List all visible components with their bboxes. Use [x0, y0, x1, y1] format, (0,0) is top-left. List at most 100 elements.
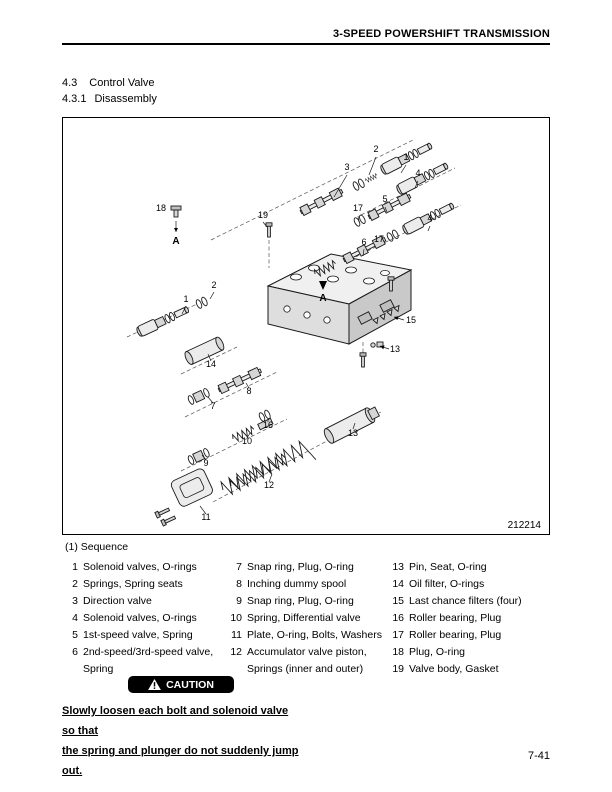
part-item: 3 Direction valve	[64, 593, 228, 610]
part-text: Spring, Differential valve	[247, 612, 361, 624]
callout-6: 6	[361, 237, 366, 247]
caution-text-line-2: the spring and plunger do not suddenly j…	[62, 745, 299, 777]
part-text: Plate, O-ring, Bolts, Washers	[247, 629, 382, 641]
part-item: 10 Spring, Differential valve	[228, 610, 390, 627]
callout-19: 19	[258, 210, 268, 220]
callout-10: 10	[242, 436, 252, 446]
part-number: 12	[230, 646, 242, 658]
part-number: 6	[72, 646, 78, 658]
part-number: 10	[230, 612, 242, 624]
part-11-plate	[154, 468, 213, 527]
callout-8: 8	[246, 386, 251, 396]
part-text: 1st-speed valve, Spring	[83, 629, 193, 641]
page-header-title: 3-SPEED POWERSHIFT TRANSMISSION	[332, 28, 550, 40]
figure-number: 212214	[507, 520, 541, 531]
section-title: Control Valve	[89, 77, 155, 89]
part-item: 11 Plate, O-ring, Bolts, Washers	[228, 627, 390, 644]
part-text: Snap ring, Plug, O-ring	[247, 595, 354, 607]
callout-A1: A	[172, 236, 179, 247]
part-text: Valve body, Gasket	[409, 663, 499, 675]
caution-label: CAUTION	[166, 678, 214, 691]
part-10-spring-differential-valve	[230, 417, 274, 444]
callout-13r: 13	[390, 344, 400, 354]
part-18-plug	[170, 205, 182, 232]
part-text: 2nd-speed/3rd-speed valve,	[83, 646, 214, 658]
part-text: Roller bearing, Plug	[409, 629, 502, 641]
part-number: 1	[72, 561, 78, 573]
sequence-heading: (1) Sequence	[65, 541, 129, 553]
caution-text-line-1: Slowly loosen each bolt and solenoid val…	[62, 705, 289, 737]
part-4-solenoid-valve	[394, 160, 451, 196]
part-5-1st-speed-valve	[366, 191, 413, 222]
warning-icon	[148, 679, 161, 690]
part-number: 16	[392, 612, 404, 624]
callout-11: 11	[201, 512, 210, 522]
page-number: 7-41	[527, 750, 550, 762]
part-17b-roller-bearing	[385, 228, 400, 243]
part-text: Accumulator valve piston,	[247, 646, 367, 658]
part-15-last-chance-filters	[372, 304, 400, 325]
exploded-view-diagram: 18 A 19 3 2 1 4 17 5 6 17 4 A 1 2 15 13 …	[126, 138, 462, 527]
part-item: 15 Last chance filters (four)	[390, 593, 550, 610]
part-text: Last chance filters (four)	[409, 595, 522, 607]
callout-labels: 18 A 19 3 2 1 4 17 5 6 17 4 A 1 2 15 13 …	[156, 144, 433, 522]
part-item: 12 Accumulator valve piston,	[228, 644, 390, 661]
caution-banner: CAUTION	[128, 676, 234, 693]
subsection-number: 4.3.1	[62, 93, 87, 105]
part-item: 6 2nd-speed/3rd-speed valve,	[64, 644, 228, 661]
bolt-right-bottom	[359, 352, 367, 368]
callout-5: 5	[382, 194, 387, 204]
part-number: 15	[392, 595, 404, 607]
subsection-heading: 4.3.1 Disassembly	[62, 93, 157, 105]
part-text: Roller bearing, Plug	[409, 612, 502, 624]
part-text: Direction valve	[83, 595, 152, 607]
callout-1b: 1	[183, 294, 188, 304]
part-14-oil-filter	[184, 336, 225, 365]
callout-13b: 13	[348, 428, 358, 438]
callout-4: 4	[415, 168, 420, 178]
part-item-continuation: Springs (inner and outer)	[228, 661, 390, 678]
part-text: Pin, Seat, O-ring	[409, 561, 487, 573]
caution-block: CAUTION Slowly loosen each bolt and sole…	[62, 676, 300, 781]
callout-4b: 4	[427, 213, 432, 223]
part-number: 3	[72, 595, 78, 607]
part-number: 9	[236, 595, 242, 607]
part-number: 11	[231, 629, 242, 641]
part-text: Springs, Spring seats	[83, 578, 183, 590]
callout-3: 3	[344, 162, 349, 172]
callout-7: 7	[210, 401, 215, 411]
part-item: 9 Snap ring, Plug, O-ring	[228, 593, 390, 610]
header-rule	[62, 43, 550, 45]
callout-17: 17	[353, 203, 363, 213]
callout-A2: A	[319, 293, 326, 304]
part-7-snap-ring-plug	[186, 387, 211, 406]
section-arrow-icon	[319, 281, 327, 290]
subsection-title: Disassembly	[94, 93, 157, 105]
callout-2b: 2	[211, 280, 216, 290]
part-text: Oil filter, O-rings	[409, 578, 485, 590]
part-number: 18	[392, 646, 404, 658]
figure-box: 18 A 19 3 2 1 4 17 5 6 17 4 A 1 2 15 13 …	[62, 117, 550, 535]
part-text: Plug, O-ring	[409, 646, 466, 658]
part-item: 18 Plug, O-ring	[390, 644, 550, 661]
part-number: 4	[72, 612, 78, 624]
valve-body	[266, 253, 413, 345]
part-item: 14 Oil filter, O-rings	[390, 576, 550, 593]
part-1b-solenoid-valve	[134, 303, 191, 339]
part-number: 14	[392, 578, 404, 590]
part-text: Inching dummy spool	[247, 578, 347, 590]
callout-16: 16	[263, 420, 273, 430]
part-12-accumulator-springs	[220, 439, 317, 496]
callout-18: 18	[156, 203, 166, 213]
